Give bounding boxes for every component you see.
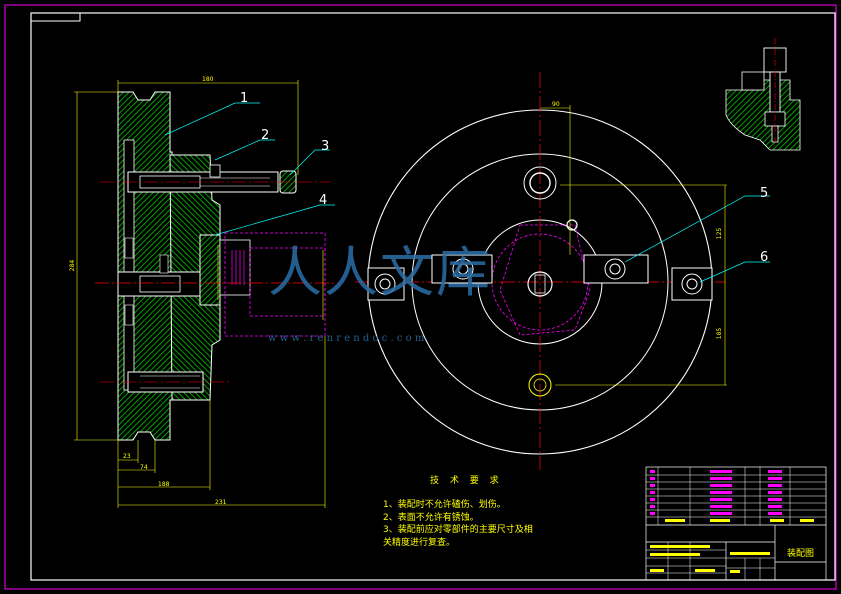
- part-leaders: [164, 102, 335, 236]
- detail-view: [725, 38, 801, 151]
- drawing-name: 装配图: [787, 549, 815, 559]
- section-dimensions: [74, 80, 326, 508]
- dim-right-v2: 185: [716, 327, 724, 340]
- tech-requirement-4: 关精度进行复查。: [383, 538, 456, 548]
- dim-c: 188: [158, 481, 170, 488]
- dim-right-top: 90: [552, 101, 560, 108]
- watermark-logo: 人人文库: [268, 241, 492, 304]
- clamp-block: [199, 234, 221, 306]
- part-label-6: 6: [760, 250, 769, 265]
- outer-frame: [4, 4, 837, 590]
- tech-requirement-3: 3、装配前应对零部件的主要尺寸及相: [383, 525, 533, 535]
- dim-b: 74: [140, 464, 148, 471]
- part-label-1: 1: [240, 91, 249, 106]
- dim-d: 231: [215, 499, 227, 506]
- title-block: [645, 466, 827, 581]
- tech-requirement-2: 2、表面不允许有锈蚀。: [383, 513, 479, 523]
- part-label-2: 2: [261, 128, 270, 143]
- watermark-url: w w w . r e n r e n d o c . c o m: [268, 333, 425, 344]
- tech-requirements-title: 技 术 要 求: [430, 476, 503, 486]
- inner-frame: [30, 12, 836, 581]
- part-label-5: 5: [760, 186, 769, 201]
- tech-requirement-1: 1、装配时不允许磕伤、划伤。: [383, 500, 506, 510]
- section-view: [74, 80, 340, 508]
- part-label-3: 3: [321, 139, 330, 154]
- part-label-4: 4: [319, 193, 328, 208]
- dim-right-v1: 125: [716, 227, 724, 240]
- jaws: [367, 254, 713, 301]
- dim-overall-height: 284: [69, 259, 77, 272]
- dim-top-width: 180: [202, 76, 214, 83]
- dim-a: 23: [123, 453, 131, 460]
- corner-tab: [31, 13, 81, 22]
- front-view: [355, 72, 770, 470]
